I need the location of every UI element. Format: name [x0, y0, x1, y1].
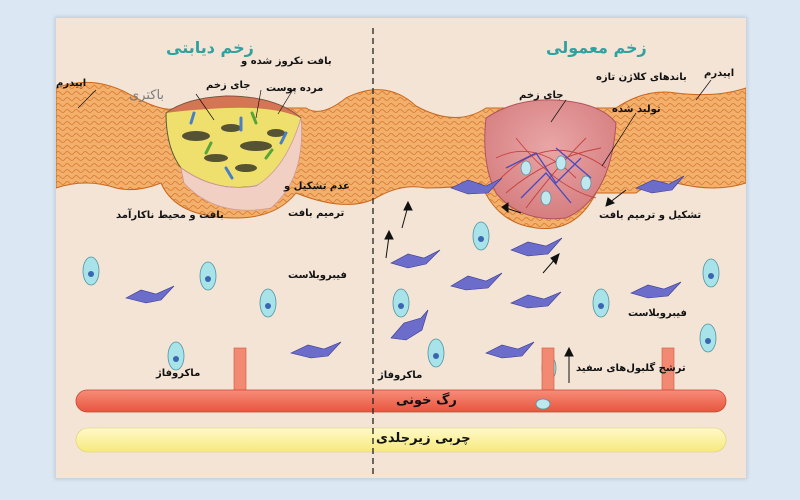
label-collagen-2: تولید شده [612, 104, 661, 115]
label-wbc-exudation: ترشح گلبول‌های سفید [576, 363, 686, 374]
macrophage-cells [82, 221, 720, 381]
title-diabetic-wound: زخم دیابتی [166, 38, 254, 57]
wound-diagram-art [56, 28, 746, 476]
label-epidermis-left: اپیدرم [56, 78, 87, 89]
label-collagen-1: باندهای کلاژن تازه [596, 72, 687, 83]
label-wound-site-left: جای زخم [206, 80, 251, 91]
label-blood-vessel: رگ خونی [396, 393, 457, 408]
label-fibroblast-right: فیبروبلاست [628, 308, 687, 319]
label-subcutaneous-fat: چربی زیرجلدی [376, 431, 471, 446]
fibroblast-cells [125, 175, 685, 359]
label-macrophage-left: ماکروفاژ [156, 368, 201, 379]
subcutaneous-fat [75, 427, 727, 453]
label-necrotic-1: بافت نکروز شده و [241, 56, 332, 67]
title-normal-wound: زخم معمولی [546, 38, 647, 57]
label-dysfunctional-tissue: بافت و محیط ناکارآمد [116, 210, 224, 221]
label-epidermis-right: اپیدرم [704, 68, 735, 79]
label-bacteria: باکتری [129, 88, 165, 103]
label-macrophage-right: ماکروفاژ [378, 370, 423, 381]
diagram-panel: زخم دیابتی زخم معمولی اپیدرم باکتری جای … [55, 17, 747, 479]
label-formation: تشکیل و ترمیم بافت [599, 210, 702, 221]
label-no-formation-2: ترمیم بافت [288, 208, 345, 219]
blood-vessel [75, 389, 727, 413]
label-wound-site-right: جای زخم [519, 90, 564, 101]
label-necrotic-2: مرده پوست [266, 83, 324, 94]
label-fibroblast-left: فیبروبلاست [288, 270, 347, 281]
label-no-formation-1: عدم تشکیل و [284, 181, 350, 192]
